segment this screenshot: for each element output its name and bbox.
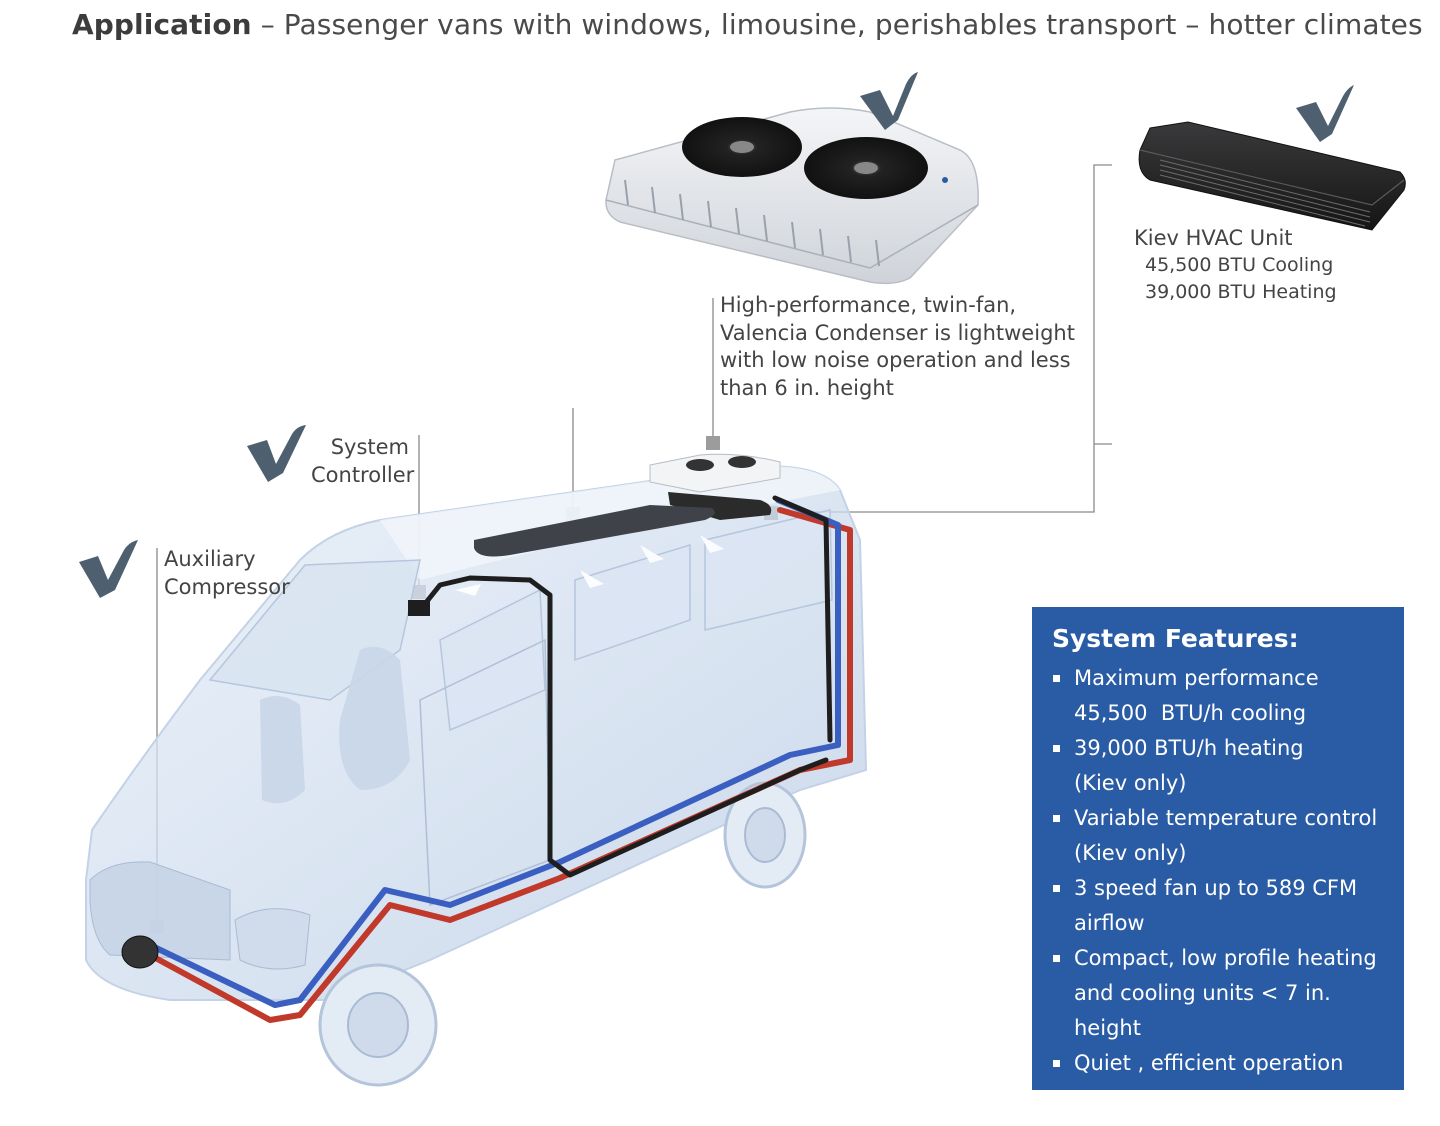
label-line: System	[330, 435, 409, 459]
kiev-name: Kiev HVAC Unit	[1134, 226, 1293, 250]
feature-item: 39,000 BTU/h heating (Kiev only)	[1052, 731, 1412, 801]
feature-text: Compact, low profile heating and cooling…	[1074, 946, 1377, 1040]
features-list: Maximum performance 45,500 BTU/h cooling…	[1052, 661, 1394, 1081]
label-line: High-performance, twin-fan,	[720, 293, 1017, 317]
kiev-hvac-label: Kiev HVAC Unit 45,500 BTU Cooling 39,000…	[1134, 224, 1337, 306]
label-line: Controller	[311, 463, 415, 487]
checkmark-icon	[79, 540, 138, 598]
feature-item: Compact, low profile heating and cooling…	[1052, 941, 1412, 1046]
system-controller-label: System Controller	[311, 433, 415, 489]
feature-text: Variable temperature control (Kiev only)	[1074, 806, 1378, 865]
kiev-hvac-unit-image	[1138, 121, 1406, 231]
feature-item: Variable temperature control (Kiev only)	[1052, 801, 1412, 871]
features-title: System Features:	[1052, 624, 1299, 653]
feature-text: 3 speed fan up to 589 CFM airflow	[1074, 876, 1358, 935]
label-line: Auxiliary	[164, 547, 256, 571]
title-bold: Application	[72, 8, 252, 41]
title-rest: – Passenger vans with windows, limousine…	[251, 8, 1423, 41]
feature-text: 39,000 BTU/h heating (Kiev only)	[1074, 736, 1304, 795]
feature-item: 3 speed fan up to 589 CFM airflow	[1052, 871, 1412, 941]
feature-item: Quiet , efficient operation	[1052, 1046, 1412, 1081]
checkmark-icon	[860, 72, 918, 130]
system-features-box: System Features: Maximum performance 45,…	[1032, 607, 1404, 1090]
checkmark-icon	[1296, 85, 1354, 142]
label-line: than 6 in. height	[720, 375, 894, 400]
van-illustration	[85, 453, 868, 1087]
page-title: Application – Passenger vans with window…	[72, 8, 1423, 41]
feature-text: Maximum performance 45,500 BTU/h cooling	[1074, 666, 1319, 725]
checkmark-icon	[247, 425, 306, 482]
label-line: Compressor	[164, 575, 290, 599]
auxiliary-compressor-label: Auxiliary Compressor	[164, 545, 290, 601]
feature-text: Quiet , efficient operation	[1074, 1051, 1344, 1075]
label-line: with low noise operation and less	[720, 348, 1071, 372]
refrigerant-lines	[121, 495, 853, 1023]
kiev-heating: 39,000 BTU Heating	[1145, 281, 1337, 303]
feature-item: Maximum performance 45,500 BTU/h cooling	[1052, 661, 1412, 731]
checkmarks	[79, 72, 1354, 598]
kiev-cooling: 45,500 BTU Cooling	[1145, 254, 1334, 276]
label-line: Valencia Condenser is lightweight	[720, 320, 1075, 345]
condenser-unit-image	[605, 107, 979, 285]
condenser-description: High-performance, twin-fan, Valencia Con…	[720, 292, 1075, 402]
